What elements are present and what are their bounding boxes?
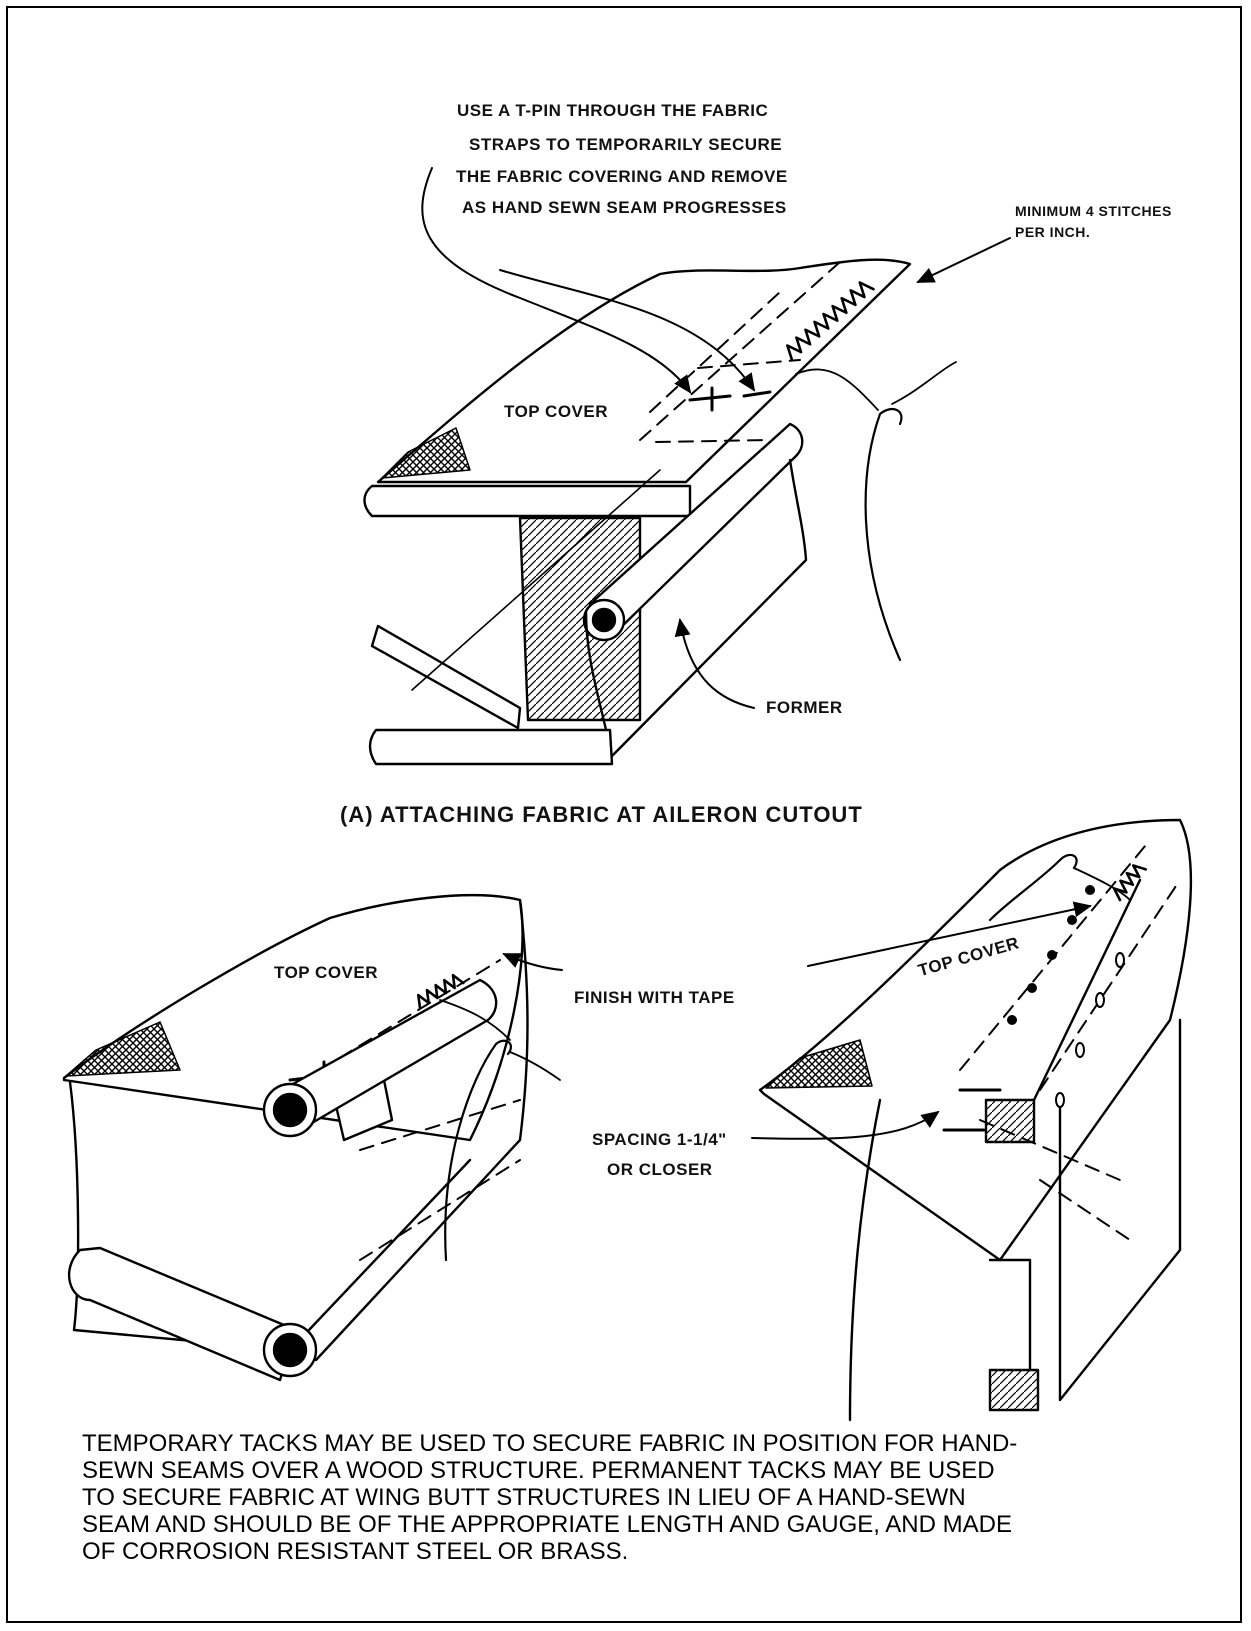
hand-stitches-a (786, 281, 875, 362)
figure-b-drawing (62, 893, 561, 1382)
fabric-mesh-c (765, 1039, 873, 1089)
fabric-mesh-b (65, 1021, 181, 1077)
t-pin-icon (688, 386, 772, 412)
tack-hole-icon (1095, 992, 1105, 1008)
tpin-note-line-4: AS HAND SEWN SEAM PROGRESSES (462, 198, 787, 217)
tack-holes (1055, 952, 1125, 1108)
stitches-leader (916, 237, 1011, 283)
tpin-leader-2 (499, 269, 756, 392)
top-cover-label-b: TOP COVER (274, 963, 379, 982)
tack-hole-icon (1075, 1042, 1085, 1058)
tack-icon (1047, 950, 1057, 960)
hand-stitches-c (1112, 864, 1148, 902)
tube-hole-a (591, 607, 617, 633)
needle-a (864, 407, 903, 662)
finish-tape-leader-right (807, 901, 1092, 967)
figure-a-title: (A) ATTACHING FABRIC AT AILERON CUTOUT (340, 802, 863, 827)
lower-tube-b (68, 1246, 298, 1382)
tpin-leader-1 (421, 167, 692, 394)
tpin-note-line-3: THE FABRIC COVERING AND REMOVE (456, 167, 788, 186)
tack-icon (1067, 915, 1077, 925)
former-label: FORMER (766, 698, 843, 717)
hand-stitches-b (417, 973, 465, 1010)
upper-tube-b (280, 978, 498, 1132)
note-line-5: OF CORROSION RESISTANT STEEL OR BRASS. (82, 1538, 629, 1565)
tack-row (1007, 885, 1095, 1025)
wood-strip-c (988, 878, 1142, 1372)
tpin-note-line-2: STRAPS TO TEMPORARILY SECURE (469, 135, 783, 154)
tack-icon (1007, 1015, 1017, 1025)
tpin-note-line-1: USE A T-PIN THROUGH THE FABRIC (457, 101, 769, 120)
tack-icon (1027, 983, 1037, 993)
tack-icon (1085, 885, 1095, 895)
note-line-2: SEWN SEAMS OVER A WOOD STRUCTURE. PERMAN… (82, 1457, 995, 1484)
spacing-note-line-1: SPACING 1-1/4" (592, 1130, 727, 1149)
tube-hole-upper-b (272, 1092, 308, 1128)
tack-hole-icon (1055, 1092, 1065, 1108)
top-cover-label-a: TOP COVER (504, 402, 609, 421)
thread-b (439, 999, 561, 1081)
figure-frame (6, 6, 1242, 1623)
figure-c-drawing (758, 818, 1193, 1422)
tube-hole-lower-b (272, 1332, 308, 1368)
former-leader (674, 618, 755, 709)
needle-c (988, 853, 1078, 922)
stitches-note-line-2: PER INCH. (1015, 224, 1091, 240)
tack-hole-icon (1115, 952, 1125, 968)
lower-flange-a (368, 728, 614, 766)
finish-tape-leader-left (502, 953, 563, 971)
brace-line-a (411, 469, 661, 691)
note-line-4: SEAM AND SHOULD BE OF THE APPROPRIATE LE… (82, 1511, 1012, 1538)
thread-a (795, 361, 957, 411)
former-tube-a (588, 422, 804, 638)
finish-tape-label: FINISH WITH TAPE (574, 988, 735, 1007)
wood-butt-upper-c (984, 1098, 1036, 1144)
top-cover-fabric-b (62, 893, 524, 1142)
thread-c (1073, 867, 1131, 901)
upper-flange-a (363, 484, 692, 518)
fabric-mesh-a (381, 427, 471, 479)
skin-drop-c (848, 1018, 1182, 1422)
figure-a-drawing (363, 258, 957, 766)
spacing-note-line-2: OR CLOSER (607, 1160, 713, 1179)
top-cover-fabric-a (376, 258, 912, 484)
t-pins-c (942, 1088, 1002, 1132)
wood-butt-lower-c (988, 1368, 1040, 1412)
brace-a (370, 624, 522, 730)
note-line-1: TEMPORARY TACKS MAY BE USED TO SECURE FA… (82, 1430, 1018, 1457)
trailing-skin-b (314, 898, 529, 1362)
note-line-3: TO SECURE FABRIC AT WING BUTT STRUCTURES… (82, 1484, 966, 1511)
top-cover-fabric-c (758, 818, 1193, 1262)
spacing-leader (751, 1110, 940, 1140)
skin-drop-b (68, 1080, 472, 1352)
stitches-note-line-1: MINIMUM 4 STITCHES (1015, 203, 1172, 219)
